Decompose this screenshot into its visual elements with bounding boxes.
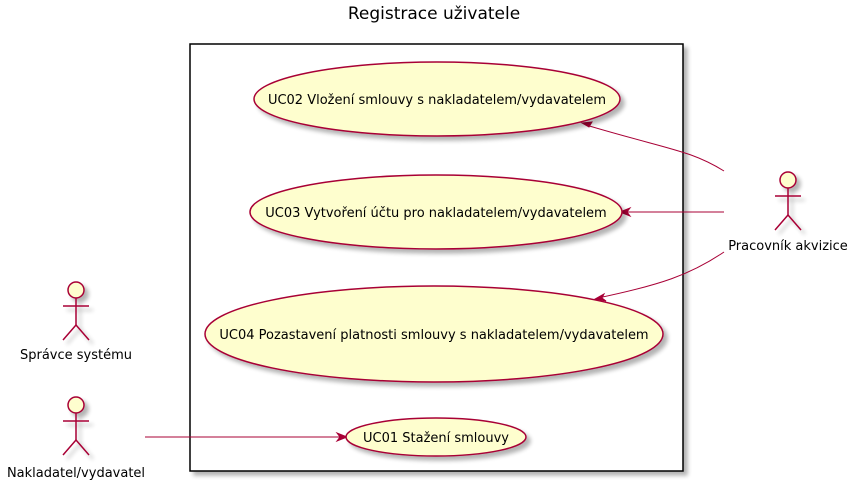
- actor-label: Nakladatel/vydavatel: [7, 466, 145, 481]
- use-case-ellipse: [253, 61, 621, 137]
- use-case-ellipse: [204, 285, 664, 383]
- actor-figure-icon: [774, 171, 802, 231]
- use-case-uc04: UC04 Pozastavení platnosti smlouvy s nak…: [204, 285, 664, 383]
- actor-figure-icon: [62, 396, 90, 456]
- use-case-label: UC04 Pozastavení platnosti smlouvy s nak…: [219, 328, 648, 343]
- actor-spravce-systemu: Správce systému: [20, 281, 132, 363]
- arrowhead-uc03: [618, 206, 632, 218]
- actor-label: Pracovník akvizice: [728, 239, 848, 254]
- use-case-ellipse: [249, 174, 623, 250]
- actor-label: Správce systému: [20, 348, 132, 363]
- use-case-label: UC03 Vytvoření účtu pro nakladatelem/vyd…: [265, 206, 606, 221]
- use-case-uc01: UC01 Stažení smlouvy: [345, 417, 527, 457]
- arrowhead-uc04: [593, 292, 607, 302]
- use-case-label: UC02 Vložení smlouvy s nakladatelem/vyda…: [268, 93, 606, 108]
- association-pracovnik-uc04: [597, 251, 725, 299]
- actor-pracovnik-akvizice: Pracovník akvizice: [728, 171, 848, 254]
- association-pracovnik-uc02: [585, 124, 725, 172]
- use-case-ellipse: [345, 417, 527, 457]
- associations: [145, 121, 725, 443]
- actor-nakladatel-vydavatel: Nakladatel/vydavatel: [7, 396, 145, 481]
- use-case-uc03: UC03 Vytvoření účtu pro nakladatelem/vyd…: [249, 174, 623, 250]
- arrowhead-uc02: [580, 121, 593, 128]
- use-case-label: UC01 Stažení smlouvy: [363, 431, 509, 446]
- use-case-uc02: UC02 Vložení smlouvy s nakladatelem/vyda…: [253, 61, 621, 137]
- actor-figure-icon: [62, 281, 90, 341]
- diagram-title: Registrace uživatele: [348, 4, 520, 24]
- arrowhead-uc01: [335, 431, 349, 443]
